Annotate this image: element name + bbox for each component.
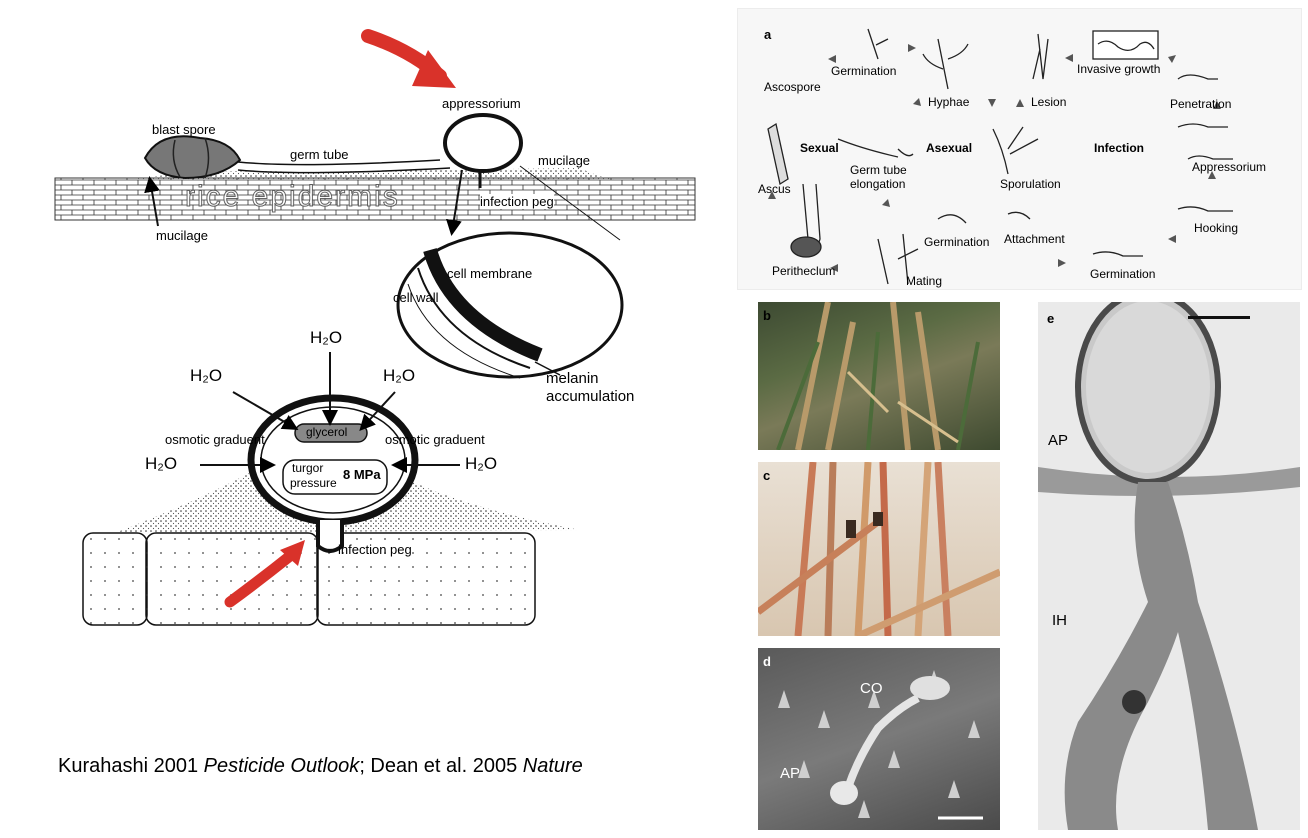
germ-tube-shape — [237, 159, 451, 174]
plant-cell-right — [316, 532, 536, 626]
label-germ-tube: germ tube — [290, 147, 349, 162]
a-sporulation: Sporulation — [1000, 177, 1061, 191]
citation-part2: ; Dean et al. 2005 — [359, 755, 523, 777]
panel-c-letter: c — [763, 468, 771, 483]
a-mating: Mating — [906, 274, 943, 288]
a-germ-tube: Germ tube — [850, 163, 907, 177]
label-cell-wall: cell wall — [393, 290, 439, 305]
a-perithecium: Peritheclum — [772, 264, 836, 278]
label-ap-e: AP — [1048, 432, 1069, 449]
citation: Kurahashi 2001 Pesticide Outlook; Dean e… — [58, 755, 583, 778]
label-infection-peg-bottom: infection peg — [338, 542, 412, 557]
turgor-box — [282, 459, 388, 495]
a-germination-bottom: Germination — [1090, 267, 1156, 281]
epidermis-band — [54, 177, 696, 221]
blast-spore-shape — [143, 135, 242, 180]
label-rice-epidermis: rice epidermis — [185, 180, 400, 214]
appressorium-shape — [443, 113, 523, 173]
a-hyphae: Hyphae — [928, 95, 970, 109]
label-h2o-right-upper: H₂O — [383, 366, 416, 385]
citation-journal2: Nature — [522, 755, 583, 777]
label-osmotic-right: osmotic graduent — [385, 432, 485, 447]
red-arrow-bottom — [224, 550, 296, 608]
zoom-ellipse — [396, 231, 624, 379]
a-appressorium: Appressorium — [1192, 160, 1267, 174]
panel-a: a — [737, 8, 1302, 290]
label-h2o-left-upper: H₂O — [190, 366, 223, 385]
panel-b-photo: b — [758, 302, 1000, 450]
label-turgor: turgor — [292, 461, 324, 475]
label-h2o-left: H₂O — [145, 454, 178, 473]
panel-c-photo: c — [758, 462, 1000, 636]
a-ascospore: Ascospore — [764, 80, 821, 94]
a-germination-top: Germination — [831, 64, 897, 78]
label-glycerol: glycerol — [306, 425, 348, 439]
label-mucilage-left: mucilage — [156, 228, 209, 243]
a-lesion: Lesion — [1031, 95, 1067, 109]
label-pressure: pressure — [290, 476, 337, 490]
label-osmotic-left: osmotic graduent — [165, 432, 265, 447]
a-asexual: Asexual — [926, 141, 973, 155]
label-infection-peg-top: infection peg — [480, 194, 554, 209]
label-mucilage-right: mucilage — [538, 153, 591, 168]
a-sexual: Sexual — [800, 141, 839, 155]
label-h2o-right: H₂O — [465, 454, 498, 473]
panel-d-letter: d — [763, 654, 771, 669]
a-attachment: Attachment — [1004, 232, 1065, 246]
panel-e-photo: e AP IH — [1038, 302, 1300, 830]
label-melanin: melanin — [546, 370, 599, 387]
a-infection: Infection — [1094, 141, 1144, 155]
label-blast-spore: blast spore — [152, 122, 216, 137]
panel-a-letter: a — [764, 27, 772, 42]
label-appressorium: appressorium — [442, 96, 521, 111]
a-germination-mid: Germination — [924, 235, 990, 249]
a-elongation: elongation — [850, 177, 906, 191]
plant-cell-left — [82, 532, 148, 626]
citation-part1: Kurahashi 2001 — [58, 755, 204, 777]
left-diagram: blast spore germ tube appressorium mucil… — [54, 29, 696, 626]
a-hooking: Hooking — [1194, 221, 1239, 235]
citation-journal1: Pesticide Outlook — [203, 755, 360, 777]
infection-mechanism-drawing — [54, 29, 696, 626]
label-accumulation: accumulation — [546, 388, 635, 405]
life-cycle-sketches — [767, 28, 1233, 285]
label-ih: IH — [1052, 612, 1067, 629]
label-cell-membrane: cell membrane — [447, 266, 533, 281]
panel-d-photo: d CO AP — [758, 648, 1000, 830]
label-ap-d: AP — [780, 765, 801, 782]
a-invasive-growth: Invasive growth — [1077, 62, 1161, 76]
panel-e-letter: e — [1047, 311, 1055, 326]
panel-b-letter: b — [763, 308, 771, 323]
a-ascus: Ascus — [758, 182, 791, 196]
a-penetration: Penetration — [1170, 97, 1232, 111]
label-co: CO — [860, 680, 883, 697]
label-8-mpa: 8 MPa — [343, 467, 381, 482]
label-h2o-top: H₂O — [310, 328, 343, 347]
